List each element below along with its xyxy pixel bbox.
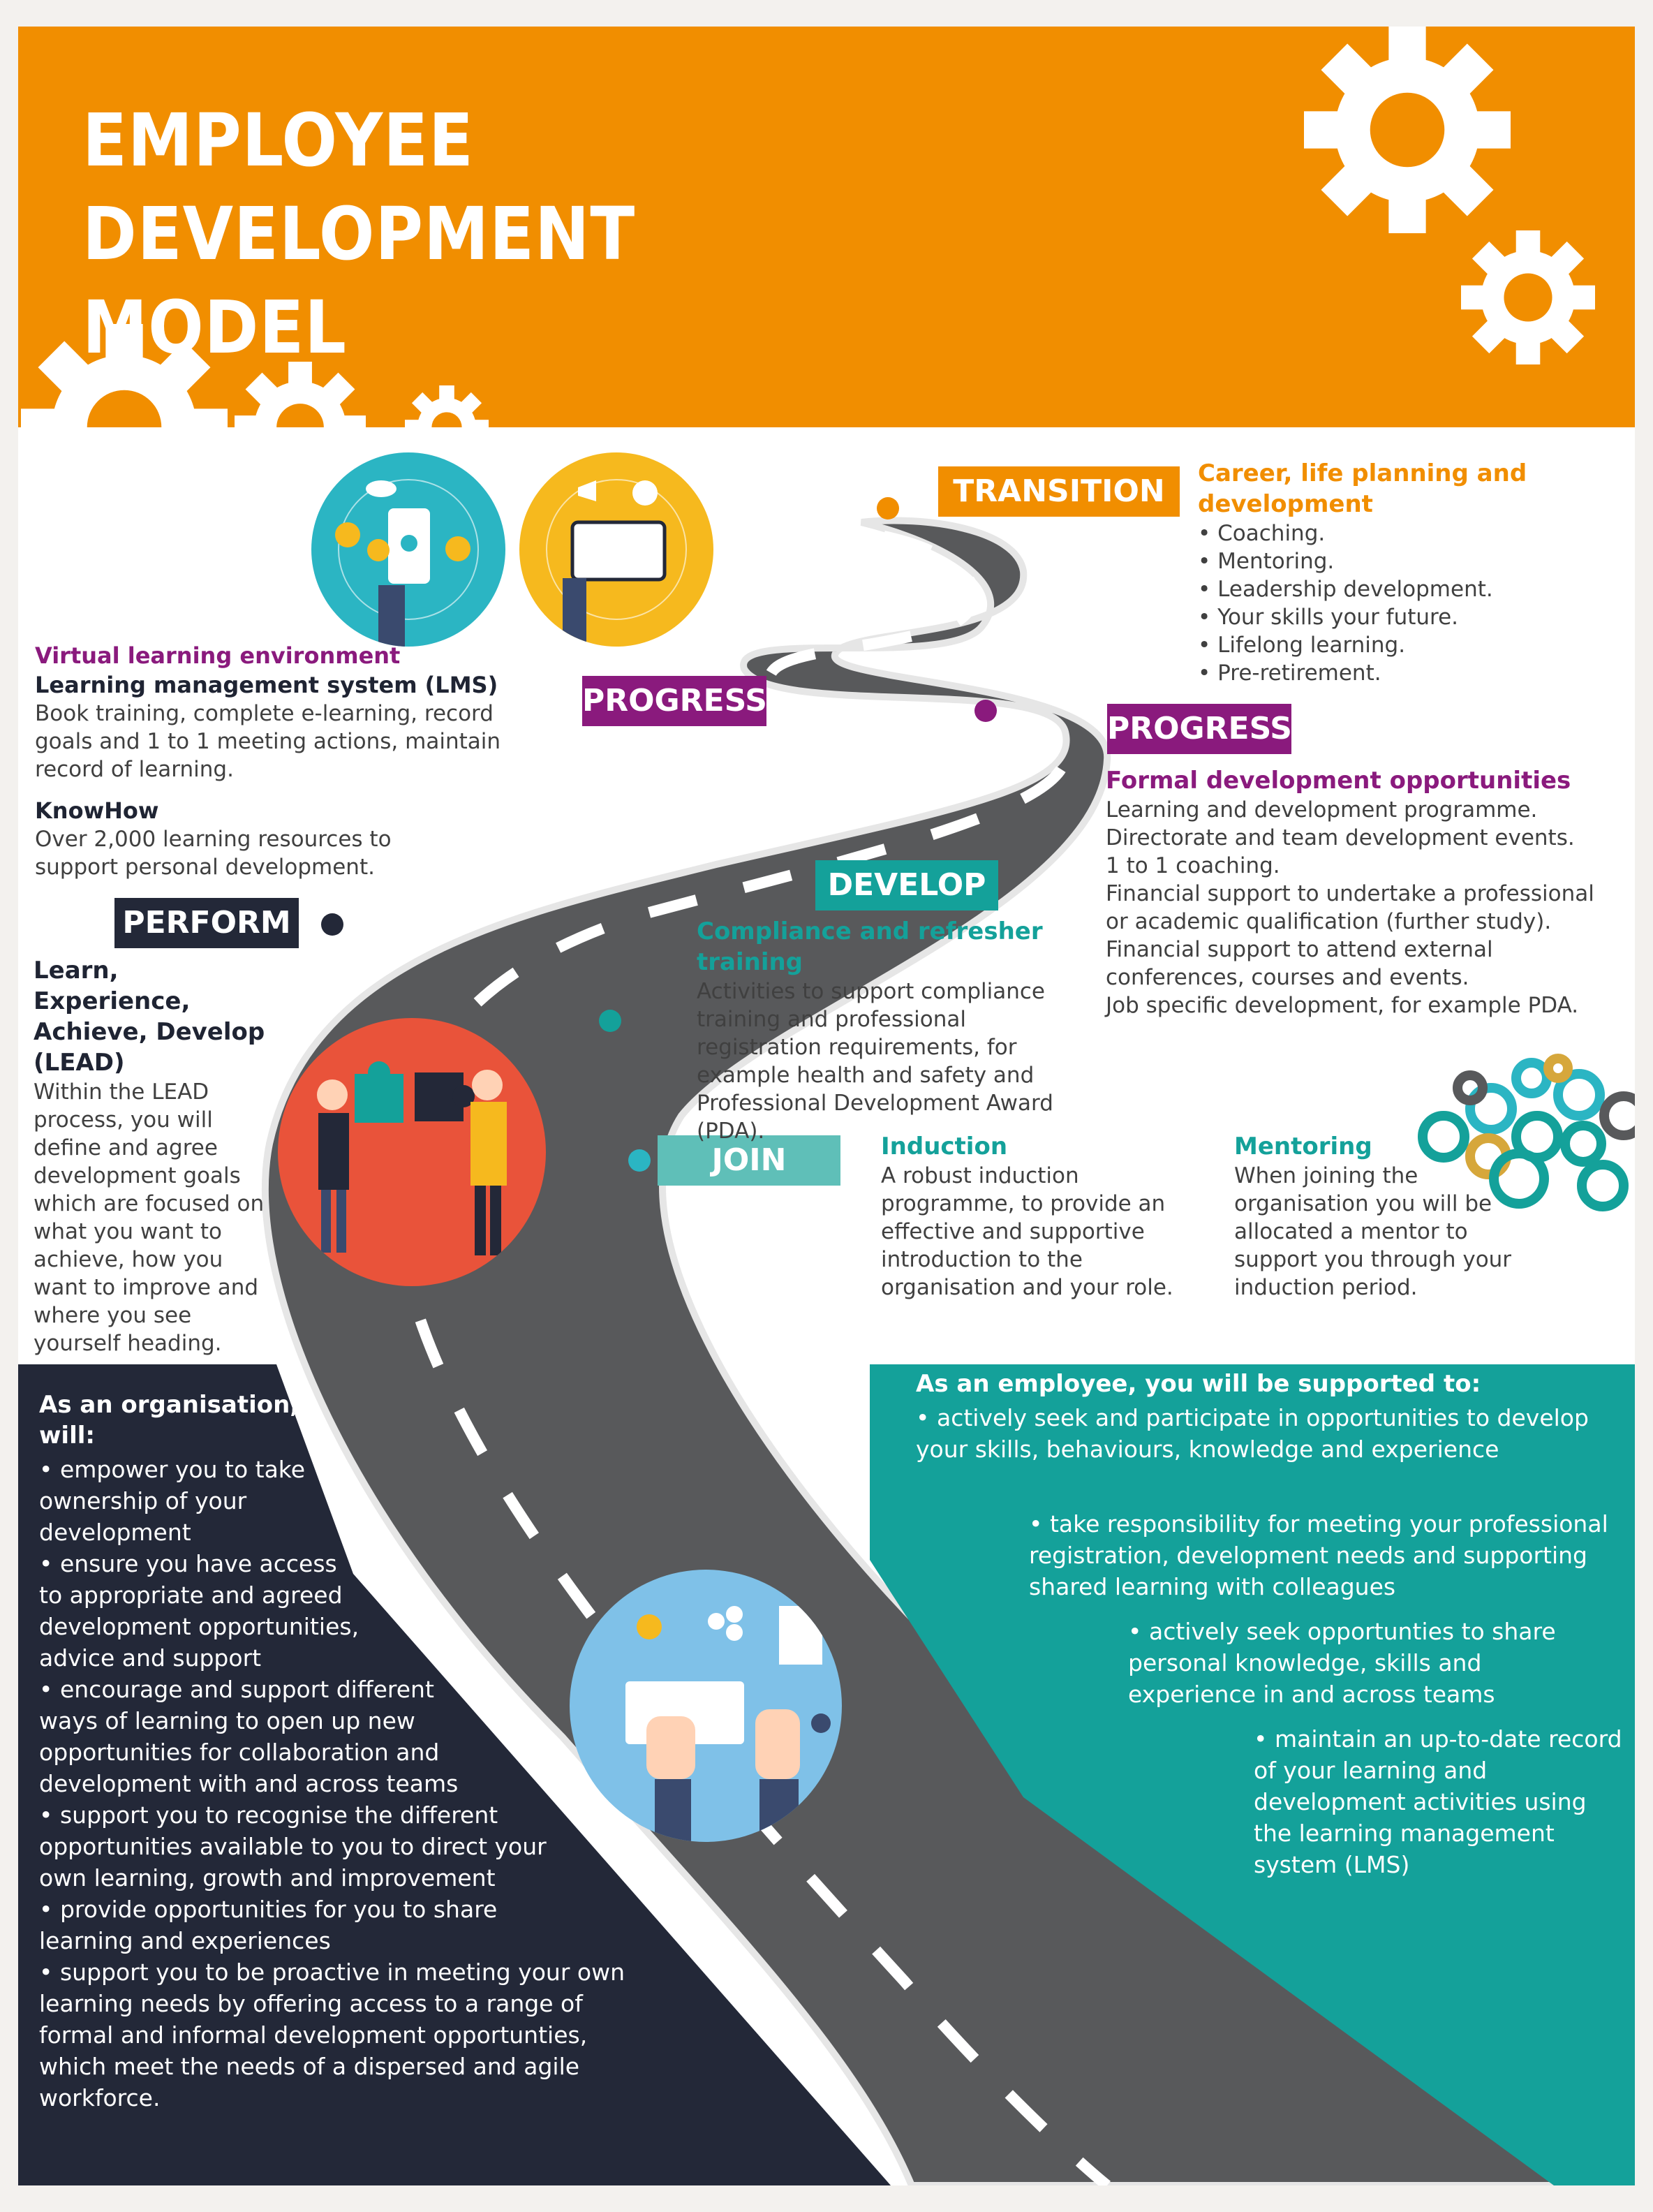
- vle-section: Virtual learning environment Learning ma…: [35, 641, 544, 881]
- develop-marker: [599, 1010, 621, 1032]
- header-banner: EMPLOYEE DEVELOPMENT MODEL: [18, 27, 1635, 427]
- list-item: support you to be proactive in meeting y…: [39, 1959, 625, 2111]
- induction-text: A robust induction programme, to provide…: [881, 1163, 1173, 1300]
- list-item: Lifelong learning.: [1198, 631, 1617, 659]
- list-item: • take responsibility for meeting your p…: [1029, 1510, 1608, 1600]
- list-item: Mentoring.: [1198, 547, 1617, 575]
- list-item: Coaching.: [1198, 519, 1617, 547]
- list-item: Leadership development.: [1198, 575, 1617, 603]
- organisation-list: • empower you to take ownership of your …: [39, 1456, 625, 2111]
- employee-heading: As an employee, you will be supported to…: [916, 1370, 1481, 1398]
- list-item: ensure you have access to appropriate an…: [39, 1550, 359, 1672]
- lms-text: Book training, complete e-learning, reco…: [35, 701, 501, 782]
- list-item: support you to recognise the different o…: [39, 1801, 547, 1892]
- list-item: Pre-retirement.: [1198, 659, 1617, 687]
- mentoring-heading: Mentoring: [1234, 1133, 1372, 1160]
- tablet-illustration: [519, 452, 713, 647]
- join-marker: [628, 1149, 651, 1172]
- tag-develop: DEVELOP: [815, 860, 998, 910]
- cloud-icon: [366, 480, 396, 497]
- list-item: Directorate and team development events.: [1106, 825, 1575, 850]
- gear-cluster-icon: [1418, 1054, 1635, 1211]
- lightbulb-icon: [637, 1614, 662, 1639]
- progress-marker: [974, 700, 997, 722]
- puzzle-illustration: [278, 1018, 546, 1286]
- list-item: encourage and support different ways of …: [39, 1676, 459, 1797]
- tag-perform: PERFORM: [114, 898, 299, 948]
- perform-marker: [321, 913, 343, 936]
- develop-heading: Compliance and refresher training: [697, 917, 1043, 976]
- tag-progress-right: PROGRESS: [1107, 704, 1292, 754]
- transition-section: Career, life planning and development Co…: [1198, 458, 1617, 687]
- progress-heading: Formal development opportunities: [1106, 767, 1571, 795]
- list-item: empower you to take ownership of your de…: [39, 1456, 306, 1546]
- list-item: Job specific development, for example PD…: [1106, 993, 1579, 1018]
- transition-marker: [877, 497, 899, 519]
- lms-heading: Learning management system (LMS): [35, 672, 498, 698]
- transition-list: Coaching. Mentoring. Leadership developm…: [1198, 519, 1617, 687]
- list-item: 1 to 1 coaching.: [1106, 853, 1280, 878]
- induction-heading: Induction: [881, 1133, 1008, 1160]
- knowhow-text: Over 2,000 learning resources to support…: [35, 827, 392, 880]
- develop-text: Activities to support compliance trainin…: [697, 979, 1053, 1144]
- tag-progress-left: PROGRESS: [582, 676, 767, 726]
- tag-join: JOIN: [658, 1135, 840, 1186]
- induction-section: Induction A robust induction programme, …: [881, 1131, 1174, 1302]
- megaphone-icon: [578, 480, 596, 501]
- mentoring-text: When joining the organisation you will b…: [1234, 1163, 1512, 1300]
- list-item: Financial support to undertake a profess…: [1106, 881, 1594, 934]
- list-item: Financial support to attend external con…: [1106, 937, 1493, 990]
- list-item: Your skills your future.: [1198, 603, 1617, 631]
- vle-heading: Virtual learning environment: [35, 642, 401, 669]
- knowhow-heading: KnowHow: [35, 797, 159, 824]
- progress-section: Formal development opportunities Learnin…: [1106, 765, 1622, 1019]
- tablet-icon: [570, 520, 667, 582]
- perform-text: Within the LEAD process, you will define…: [34, 1079, 265, 1356]
- perform-heading: Learn, Experience, Achieve, Develop (LEA…: [34, 957, 265, 1077]
- mentoring-section: Mentoring When joining the organisation …: [1234, 1131, 1513, 1302]
- develop-section: Compliance and refresher training Activi…: [697, 916, 1095, 1145]
- list-item: Learning and development programme.: [1106, 797, 1538, 823]
- perform-section: Learn, Experience, Achieve, Develop (LEA…: [34, 955, 275, 1357]
- lms-illustration: [311, 452, 505, 647]
- infographic-page: EMPLOYEE DEVELOPMENT MODEL: [18, 27, 1635, 2185]
- list-item: • maintain an up-to-date record of your …: [1254, 1725, 1622, 1878]
- transition-heading: Career, life planning and development: [1198, 459, 1527, 518]
- keyboard-illustration: [570, 1570, 842, 1842]
- title-line-1: EMPLOYEE DEVELOPMENT: [82, 98, 636, 276]
- list-item: • actively seek opportunties to share pe…: [1128, 1618, 1556, 1708]
- list-item: provide opportunities for you to share l…: [39, 1896, 498, 1954]
- tag-transition: TRANSITION: [938, 466, 1180, 517]
- list-item: • actively seek and participate in oppor…: [916, 1404, 1589, 1463]
- organisation-panel: As an organisation, we will: • empower y…: [18, 1364, 891, 2185]
